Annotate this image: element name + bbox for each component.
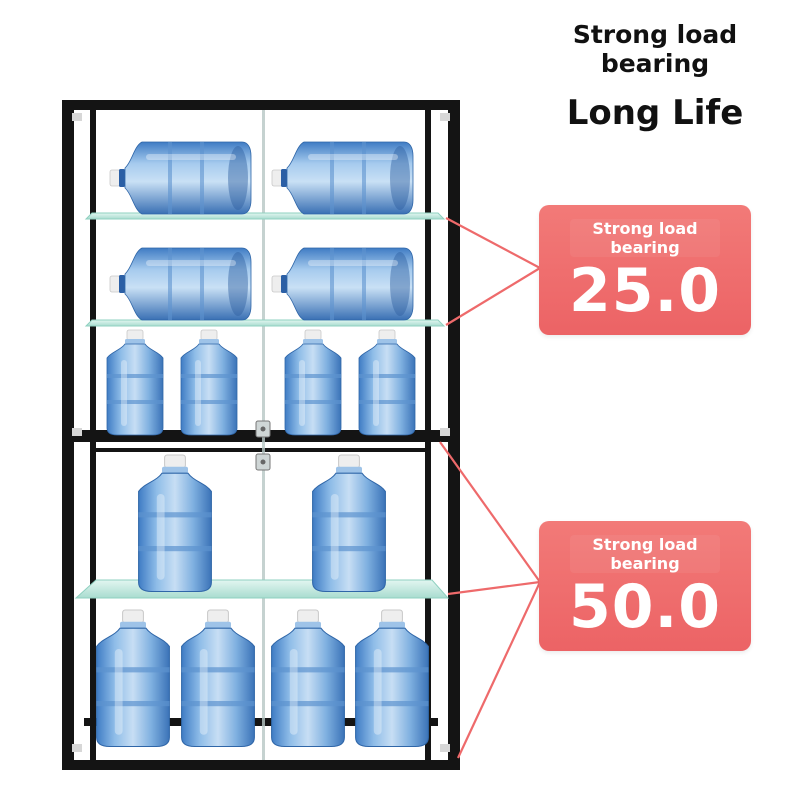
bottle-row-2 bbox=[109, 247, 414, 321]
headline-strong-load: Strong load bearing bbox=[572, 20, 738, 78]
cabinet-frame bbox=[62, 100, 460, 770]
callout-lines bbox=[439, 217, 541, 759]
headline-long-life: Long Life bbox=[566, 93, 744, 133]
callout-badge-lower: Strong load bearing 50.0 bbox=[539, 521, 751, 651]
bottle-row-1 bbox=[109, 141, 414, 215]
callout-label: Strong load bearing bbox=[570, 219, 720, 257]
frame-connectors bbox=[72, 113, 450, 752]
bottle-row-3 bbox=[106, 329, 416, 436]
callout-value: 25.0 bbox=[568, 256, 722, 326]
callout-label: Strong load bearing bbox=[570, 535, 720, 573]
lock-icon bbox=[255, 420, 271, 471]
callout-badge-upper: Strong load bearing 25.0 bbox=[539, 205, 751, 335]
callout-value: 50.0 bbox=[568, 572, 722, 642]
